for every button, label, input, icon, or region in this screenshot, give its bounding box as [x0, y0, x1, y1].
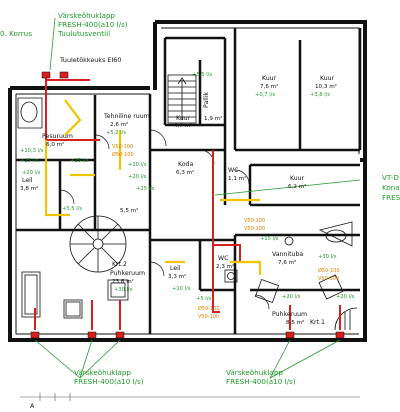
room-kuur-2-area: 10,3 m²: [315, 83, 337, 90]
air-flow-a1: +5,5 l/s: [192, 72, 212, 78]
bottom-left-fresh-label: FRESH-400(a10 l/s): [74, 377, 144, 386]
air-flow-a5: +15 l/s: [70, 158, 89, 164]
room-koda-name: Koda: [178, 161, 193, 168]
air-flow-a13: +20 l/s: [282, 294, 301, 300]
section-mark-a: A: [30, 402, 35, 410]
bathtub-left: [17, 97, 43, 129]
room-pallik-name: Pallik: [203, 92, 210, 108]
air-flow-a14: +20 l/s: [336, 294, 355, 300]
room-pesuruum-name: Pesuruum: [42, 133, 73, 140]
room-vannituba-name: Vannituba: [272, 251, 303, 258]
spiral-stair: [69, 215, 127, 273]
room-kuur-2-name: Kuur: [320, 75, 335, 82]
room-leil-2-area: 3,3 m²: [168, 273, 186, 280]
armchair-krt2-2: [107, 279, 129, 301]
room-wc-2-name: WC: [218, 255, 228, 262]
lobby-air: +5,5 l/s: [62, 206, 82, 212]
room-kuur-3-name: Kuur: [290, 175, 305, 182]
room-koda-area: 6,3 m²: [176, 169, 194, 176]
floor-title: 0. Korrus: [0, 29, 32, 38]
room-kuur-1-area: 7,6 m²: [260, 83, 278, 90]
room-kuur-1-air: +0,7 l/s: [255, 92, 275, 98]
air-flow-a9: +10 l/s: [172, 286, 191, 292]
stair-right: [334, 307, 358, 331]
room-vannituba-area: 7,6 m²: [278, 259, 296, 266]
bottom-right-valve-label: Värskeõhuklapp: [226, 368, 283, 377]
duct-size-s5: Ø50-100: [318, 267, 340, 274]
room-wc-2-area: 2,3 m²: [216, 263, 234, 270]
room-puhkeruum-1-name: Puhkeruum: [272, 311, 307, 318]
supply-ducts-yellow: [44, 99, 262, 275]
outer-walls: [8, 20, 367, 342]
room-leil-2-name: Leil: [170, 265, 181, 272]
top-valve-label: Värskeõhuklapp: [58, 11, 115, 20]
room-pesuruum-area: 6,0 m²: [46, 141, 64, 148]
air-flow-a3: +15 l/s: [20, 158, 39, 164]
top-fresh-label: FRESH-400(a10 l/s): [58, 20, 128, 29]
air-flow-a8: +25 l/s: [136, 186, 155, 192]
fresh-air-valves-bottom: [30, 71, 345, 339]
bottom-right-fresh-label: FRESH-400(a10 l/s): [226, 377, 296, 386]
armchair-krt1: [254, 274, 344, 304]
room-kuur-small-area: 4,7 m²: [174, 122, 192, 129]
air-flow-a7: +20 l/s: [128, 174, 147, 180]
sofa-krt2: [21, 271, 41, 318]
room-tehniline-name: Tehniline ruum: [103, 113, 150, 120]
stair-area: 5,5 m²: [120, 207, 138, 214]
air-flow-a12: +30 l/s: [318, 254, 337, 260]
room-wc-name: WC: [228, 167, 238, 174]
tuulutus-label: Tuulutusventiil: [57, 29, 110, 38]
air-flow-a6: +10 l/s: [128, 162, 147, 168]
room-leil-1-name: Leil: [22, 177, 33, 184]
doors: [59, 129, 270, 310]
room-kuur-1-name: Kuur: [262, 75, 277, 82]
duct-size-s4: V50-100: [244, 226, 265, 232]
air-flow-a2: +10,3 l/s: [20, 148, 44, 154]
air-flow-a4: +20 l/s: [22, 170, 41, 176]
supply-ducts-red: [34, 76, 341, 330]
room-puhkeruum-1-area: 8,5 m²: [286, 319, 304, 326]
apt-krt1-label: Krt.1: [310, 319, 325, 326]
room-pallik-area: 1,9 m²: [204, 115, 222, 122]
air-flow-a10: +5 l/s: [196, 296, 211, 302]
bathtub-right: [318, 221, 353, 247]
duct-size-s8: V50-100: [198, 314, 219, 320]
room-kuur-small-name: Kuur: [176, 115, 191, 122]
armchair-krt2-1: [63, 299, 83, 319]
right-callout-fresh: FRESH: [382, 193, 400, 202]
duct-size-s7: Ø50-100: [198, 305, 220, 312]
duct-size-s2: Ø50-100: [112, 151, 134, 158]
room-puhkeruum-2-name: Puhkeruum: [110, 270, 145, 277]
air-flow-a11: +15 l/s: [260, 236, 279, 242]
dimension-line: [20, 393, 360, 401]
room-puhkeruum-2-air: +30 l/s: [114, 287, 133, 293]
tuuletokkeuks-label: Tuuletõkkeuks EI60: [59, 56, 121, 64]
room-kuur-3-area: 6,2 m²: [288, 183, 306, 190]
duct-size-s3: V50-100: [244, 218, 265, 224]
room-leil-1-area: 3,8 m²: [20, 185, 38, 192]
room-kuur-2-air: +3,8 l/s: [310, 92, 330, 98]
right-callout-code: VT-D+: [382, 173, 400, 182]
right-callout-kona: Kona: [382, 183, 400, 192]
duct-size-s6: V50-100: [318, 276, 339, 282]
room-tehniline-area: 2,6 m²: [110, 121, 128, 128]
internal-walls: [16, 28, 362, 334]
room-wc-area: 1,1 m²: [228, 175, 246, 182]
callout-lines: [34, 17, 361, 379]
sink-wc: [224, 236, 294, 283]
bottom-left-valve-label: Värskeõhuklapp: [74, 368, 131, 377]
room-puhkeruum-2-area: 23,6 m²: [112, 278, 134, 285]
apt-krt2-label: Krt.2: [112, 261, 127, 268]
duct-size-s1: V50-100: [112, 144, 133, 150]
straight-stair: [167, 74, 197, 124]
room-tehniline-air: +5,2 l/s: [106, 130, 126, 136]
